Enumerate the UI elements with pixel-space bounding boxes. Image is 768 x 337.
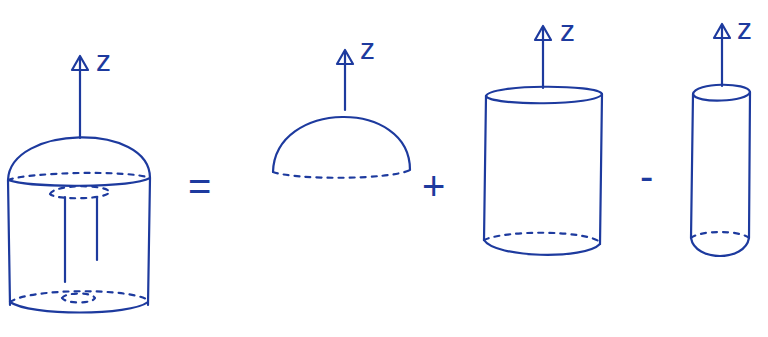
operator-sign: = [188,166,211,206]
hemisphere [273,50,410,178]
operator-sign: - [640,156,653,196]
operator-sign: + [422,166,445,206]
axis-label: z [96,46,111,76]
axis-label: z [360,34,375,64]
cylinder [484,26,602,255]
axis-label: z [737,14,752,44]
thin-cylinder [691,24,750,256]
composite-solid [8,56,150,313]
axis-label: z [560,16,575,46]
